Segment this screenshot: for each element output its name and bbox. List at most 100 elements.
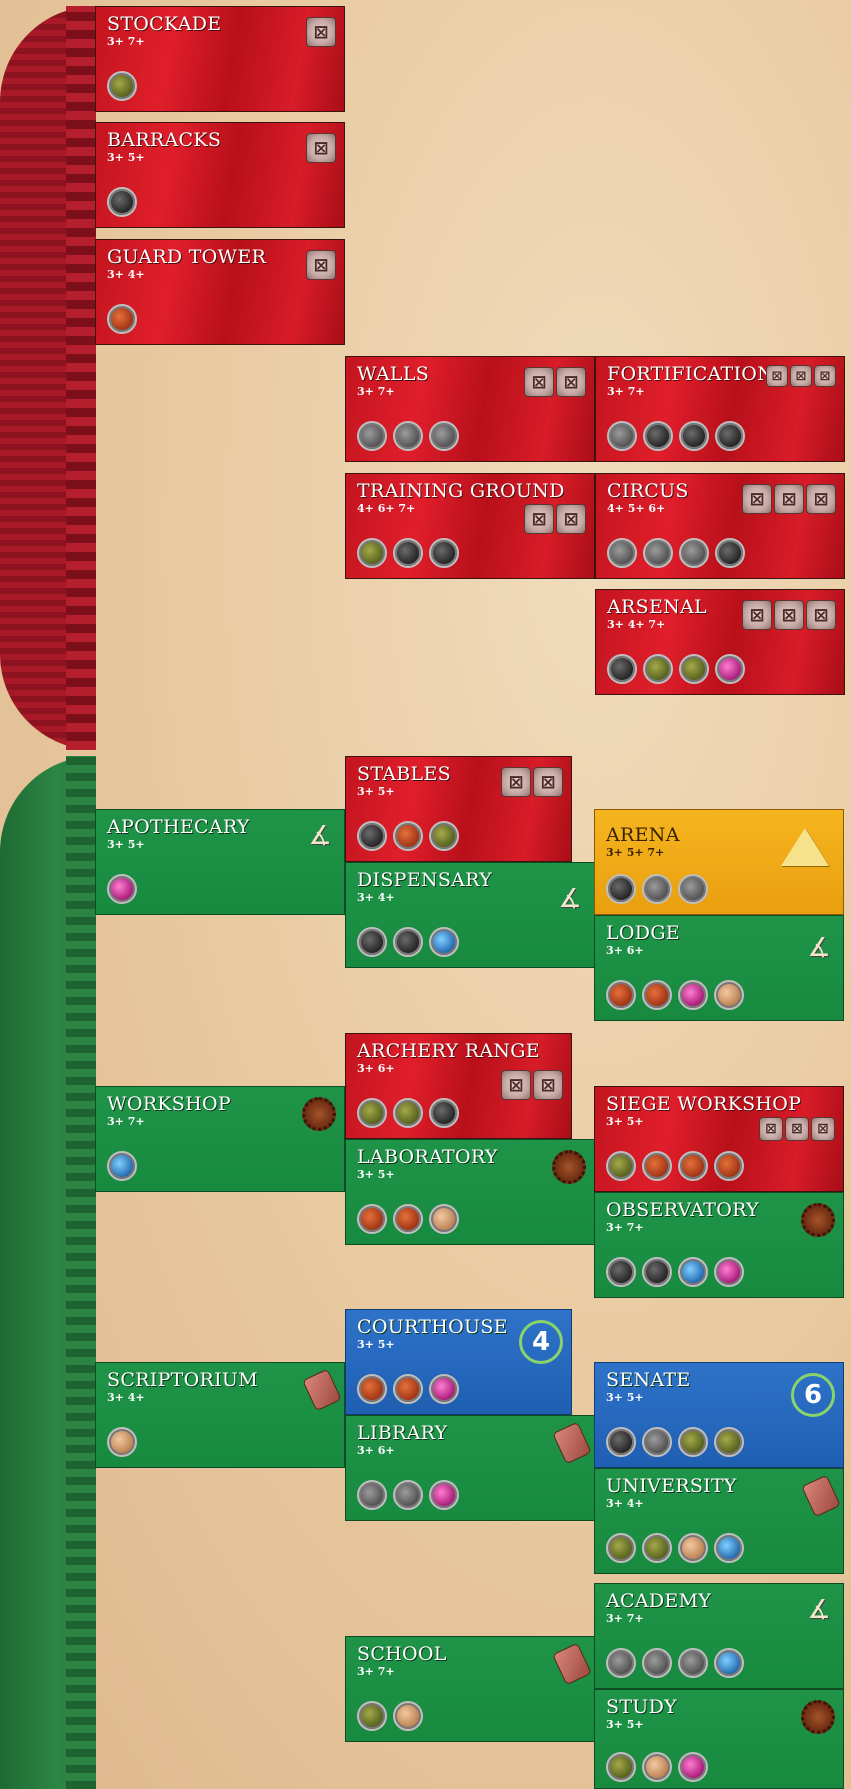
tablet-icon xyxy=(552,1643,592,1686)
ore-icon xyxy=(606,874,636,904)
stone-icon xyxy=(679,538,709,568)
compass-icon: ∡ xyxy=(554,883,586,915)
card-archery-range[interactable]: ARCHERY RANGE 3+ 6+ ⊠⊠ xyxy=(345,1033,572,1139)
card-study[interactable]: STUDY 3+ 5+ xyxy=(594,1689,844,1789)
card-guard-tower[interactable]: GUARD TOWER 3+ 4+ ⊠ xyxy=(95,239,345,345)
wood-icon xyxy=(357,1098,387,1128)
card-arsenal[interactable]: ARSENAL 3+ 4+ 7+ ⊠⊠⊠ xyxy=(595,589,845,695)
loom-icon xyxy=(714,1533,744,1563)
wood-icon xyxy=(643,654,673,684)
shield-icon: ⊠ xyxy=(790,365,812,387)
shield-icon: ⊠ xyxy=(742,600,772,630)
card-school[interactable]: SCHOOL 3+ 7+ xyxy=(345,1636,595,1742)
wood-icon xyxy=(606,1752,636,1782)
card-players: 3+ 7+ xyxy=(607,386,645,397)
card-university[interactable]: UNIVERSITY 3+ 4+ xyxy=(594,1468,844,1574)
card-workshop[interactable]: WORKSHOP 3+ 7+ xyxy=(95,1086,345,1192)
card-stables[interactable]: STABLES 3+ 5+ ⊠⊠ xyxy=(345,756,572,862)
ore-icon xyxy=(357,927,387,957)
victory-points-icon: 6 xyxy=(791,1373,835,1417)
glass-icon xyxy=(714,1257,744,1287)
card-lodge[interactable]: LODGE 3+ 6+ ∡ xyxy=(594,915,844,1021)
card-name: OBSERVATORY xyxy=(606,1201,759,1220)
card-circus[interactable]: CIRCUS 4+ 5+ 6+ ⊠⊠⊠ xyxy=(595,473,845,579)
clay-icon xyxy=(393,821,423,851)
ore-icon xyxy=(393,538,423,568)
stone-icon xyxy=(393,421,423,451)
stone-icon xyxy=(642,874,672,904)
card-walls[interactable]: WALLS 3+ 7+ ⊠⊠ xyxy=(345,356,595,462)
stone-icon xyxy=(393,1480,423,1510)
card-barracks[interactable]: BARRACKS 3+ 5+ ⊠ xyxy=(95,122,345,228)
card-name: LABORATORY xyxy=(357,1148,498,1167)
clay-icon xyxy=(606,980,636,1010)
clay-icon xyxy=(642,1151,672,1181)
stone-icon xyxy=(606,1648,636,1678)
ore-icon xyxy=(393,927,423,957)
tablet-icon xyxy=(552,1422,592,1465)
glass-icon xyxy=(678,1752,708,1782)
card-dispensary[interactable]: DISPENSARY 3+ 4+ ∡ xyxy=(345,862,595,968)
papyrus-icon xyxy=(393,1701,423,1731)
card-stockade[interactable]: STOCKADE 3+ 7+ ⊠ xyxy=(95,6,345,112)
card-scriptorium[interactable]: SCRIPTORIUM 3+ 4+ xyxy=(95,1362,345,1468)
shield-icon: ⊠ xyxy=(785,1117,809,1141)
card-observatory[interactable]: OBSERVATORY 3+ 7+ xyxy=(594,1192,844,1298)
shield-icon: ⊠ xyxy=(306,250,336,280)
glass-icon xyxy=(429,1480,459,1510)
ore-icon xyxy=(679,421,709,451)
shield-icon: ⊠ xyxy=(524,367,554,397)
card-siege-workshop[interactable]: SIEGE WORKSHOP 3+ 5+ ⊠⊠⊠ xyxy=(594,1086,844,1192)
clay-icon xyxy=(393,1204,423,1234)
shield-icon: ⊠ xyxy=(759,1117,783,1141)
card-name: TRAINING GROUND xyxy=(357,482,565,501)
card-players: 3+ 7+ xyxy=(107,36,145,47)
compass-icon: ∡ xyxy=(803,1594,835,1626)
wood-icon xyxy=(642,1533,672,1563)
card-fortifications[interactable]: FORTIFICATIONS 3+ 7+ ⊠⊠⊠ xyxy=(595,356,845,462)
clay-icon xyxy=(678,1151,708,1181)
card-courthouse[interactable]: COURTHOUSE 3+ 5+ 4 xyxy=(345,1309,572,1415)
stone-icon xyxy=(642,1648,672,1678)
card-academy[interactable]: ACADEMY 3+ 7+ ∡ xyxy=(594,1583,844,1689)
card-name: STABLES xyxy=(357,765,451,784)
card-players: 3+ 4+ 7+ xyxy=(607,619,665,630)
card-players: 3+ 7+ xyxy=(357,1666,395,1677)
card-name: WORKSHOP xyxy=(107,1095,231,1114)
card-library[interactable]: LIBRARY 3+ 6+ xyxy=(345,1415,595,1521)
card-senate[interactable]: SENATE 3+ 5+ 6 xyxy=(594,1362,844,1468)
card-name: GUARD TOWER xyxy=(107,248,266,267)
card-training-ground[interactable]: TRAINING GROUND 4+ 6+ 7+ ⊠⊠ xyxy=(345,473,595,579)
papyrus-icon xyxy=(429,1204,459,1234)
card-players: 3+ 7+ xyxy=(357,386,395,397)
tablet-icon xyxy=(801,1475,841,1518)
card-players: 3+ 4+ xyxy=(107,1392,145,1403)
card-name: COURTHOUSE xyxy=(357,1318,508,1337)
compass-icon: ∡ xyxy=(304,820,336,852)
shield-icon: ⊠ xyxy=(533,1070,563,1100)
card-name: LODGE xyxy=(606,924,680,943)
card-name: STOCKADE xyxy=(107,15,221,34)
papyrus-icon xyxy=(642,1752,672,1782)
card-players: 4+ 6+ 7+ xyxy=(357,503,415,514)
card-apothecary[interactable]: APOTHECARY 3+ 5+ ∡ xyxy=(95,809,345,915)
shield-icon: ⊠ xyxy=(556,504,586,534)
stone-icon xyxy=(643,538,673,568)
gear-icon xyxy=(552,1150,586,1184)
stone-icon xyxy=(607,538,637,568)
pyramid-icon xyxy=(781,828,829,866)
loom-icon xyxy=(678,1257,708,1287)
card-laboratory[interactable]: LABORATORY 3+ 5+ xyxy=(345,1139,595,1245)
ore-icon xyxy=(715,421,745,451)
card-players: 3+ 7+ xyxy=(107,1116,145,1127)
shield-icon: ⊠ xyxy=(306,133,336,163)
wood-icon xyxy=(679,654,709,684)
compass-icon: ∡ xyxy=(803,932,835,964)
clay-icon xyxy=(357,1204,387,1234)
card-arena[interactable]: ARENA 3+ 5+ 7+ xyxy=(594,809,844,915)
shield-icon: ⊠ xyxy=(742,484,772,514)
victory-points-icon: 4 xyxy=(519,1320,563,1364)
wood-icon xyxy=(429,821,459,851)
card-players: 3+ 5+ xyxy=(357,786,395,797)
shield-icon: ⊠ xyxy=(806,484,836,514)
